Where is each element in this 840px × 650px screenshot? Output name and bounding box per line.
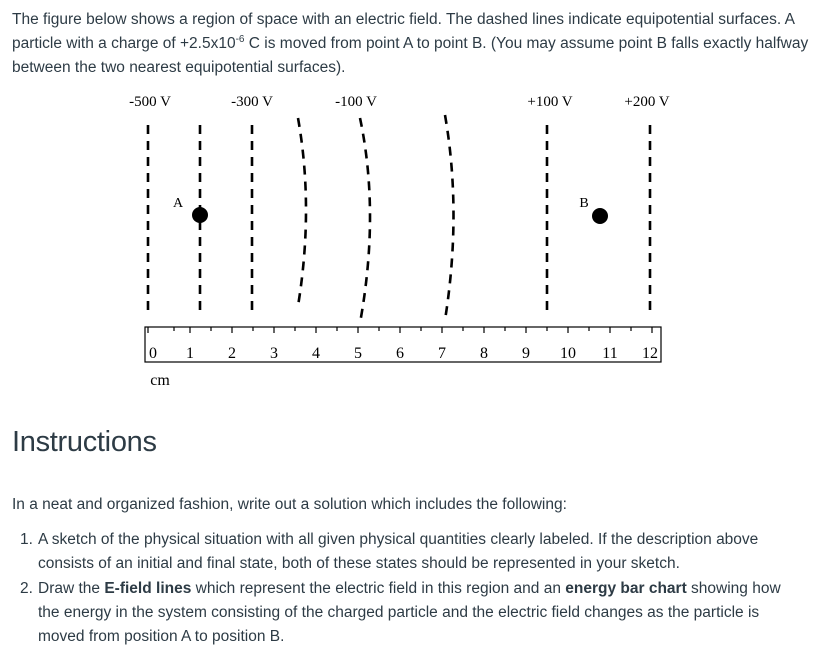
ruler: 0 1 2 3 4 5 6 7 8 9 10 11 12 cm [144, 326, 662, 389]
potential-label-neg500: -500 V [129, 94, 171, 110]
energy-bar-chart-emphasis: energy bar chart [565, 580, 687, 597]
instruction-number: 1. [20, 531, 33, 548]
equipotential-diagram: -500 V -300 V -100 V +100 V +200 V A B [129, 94, 670, 389]
instruction-text-part: Draw the [38, 580, 105, 597]
instruction-text-part: showing how the energy in the system con… [38, 580, 781, 645]
charge-exponent: -6 [235, 33, 245, 45]
point-b-label: B [579, 196, 588, 211]
problem-statement: The figure below shows a region of space… [12, 8, 817, 80]
instruction-item: 1. A sketch of the physical situation wi… [0, 528, 800, 576]
ruler-tick-label: 7 [438, 345, 446, 362]
instruction-number: 2. [20, 580, 33, 597]
instruction-text: A sketch of the physical situation with … [38, 531, 759, 572]
problem-text-part1: The figure below shows a region of space… [12, 11, 795, 52]
point-a-marker [192, 207, 208, 223]
ruler-unit-label: cm [150, 372, 170, 389]
ruler-tick-label: 6 [396, 345, 404, 362]
ruler-tick-label: 11 [602, 345, 617, 362]
ruler-tick-label: 1 [186, 345, 194, 362]
instructions-lead: In a neat and organized fashion, write o… [12, 496, 567, 513]
equipotential-line [358, 117, 372, 324]
ruler-tick-label: 4 [312, 345, 320, 362]
problem-text-part2: C is moved from point A to point B. (You… [12, 35, 809, 76]
instructions-heading: Instructions [12, 426, 157, 458]
potential-label-neg300: -300 V [231, 94, 273, 110]
ruler-tick-label: 0 [149, 345, 157, 362]
ruler-tick-label: 12 [642, 345, 658, 362]
potential-label-pos200: +200 V [624, 94, 669, 110]
potential-label-pos100: +100 V [527, 94, 572, 110]
point-a-label: A [173, 196, 184, 211]
potential-label-neg100: -100 V [335, 94, 377, 110]
ruler-tick-label: 8 [480, 345, 488, 362]
point-b-marker [592, 208, 608, 224]
instruction-text-part: which represent the electric field in th… [191, 580, 566, 597]
instruction-item: 2. Draw the E-field lines which represen… [0, 577, 800, 649]
ruler-tick-label: 3 [270, 345, 278, 362]
efield-lines-emphasis: E-field lines [104, 580, 192, 597]
equipotential-line [296, 117, 308, 307]
instructions-list: 1. A sketch of the physical situation wi… [0, 528, 800, 650]
ruler-tick-label: 5 [354, 345, 362, 362]
ruler-tick-label: 10 [560, 345, 576, 362]
ruler-tick-label: 9 [522, 345, 530, 362]
equipotential-line [443, 114, 455, 321]
ruler-tick-label: 2 [228, 345, 236, 362]
